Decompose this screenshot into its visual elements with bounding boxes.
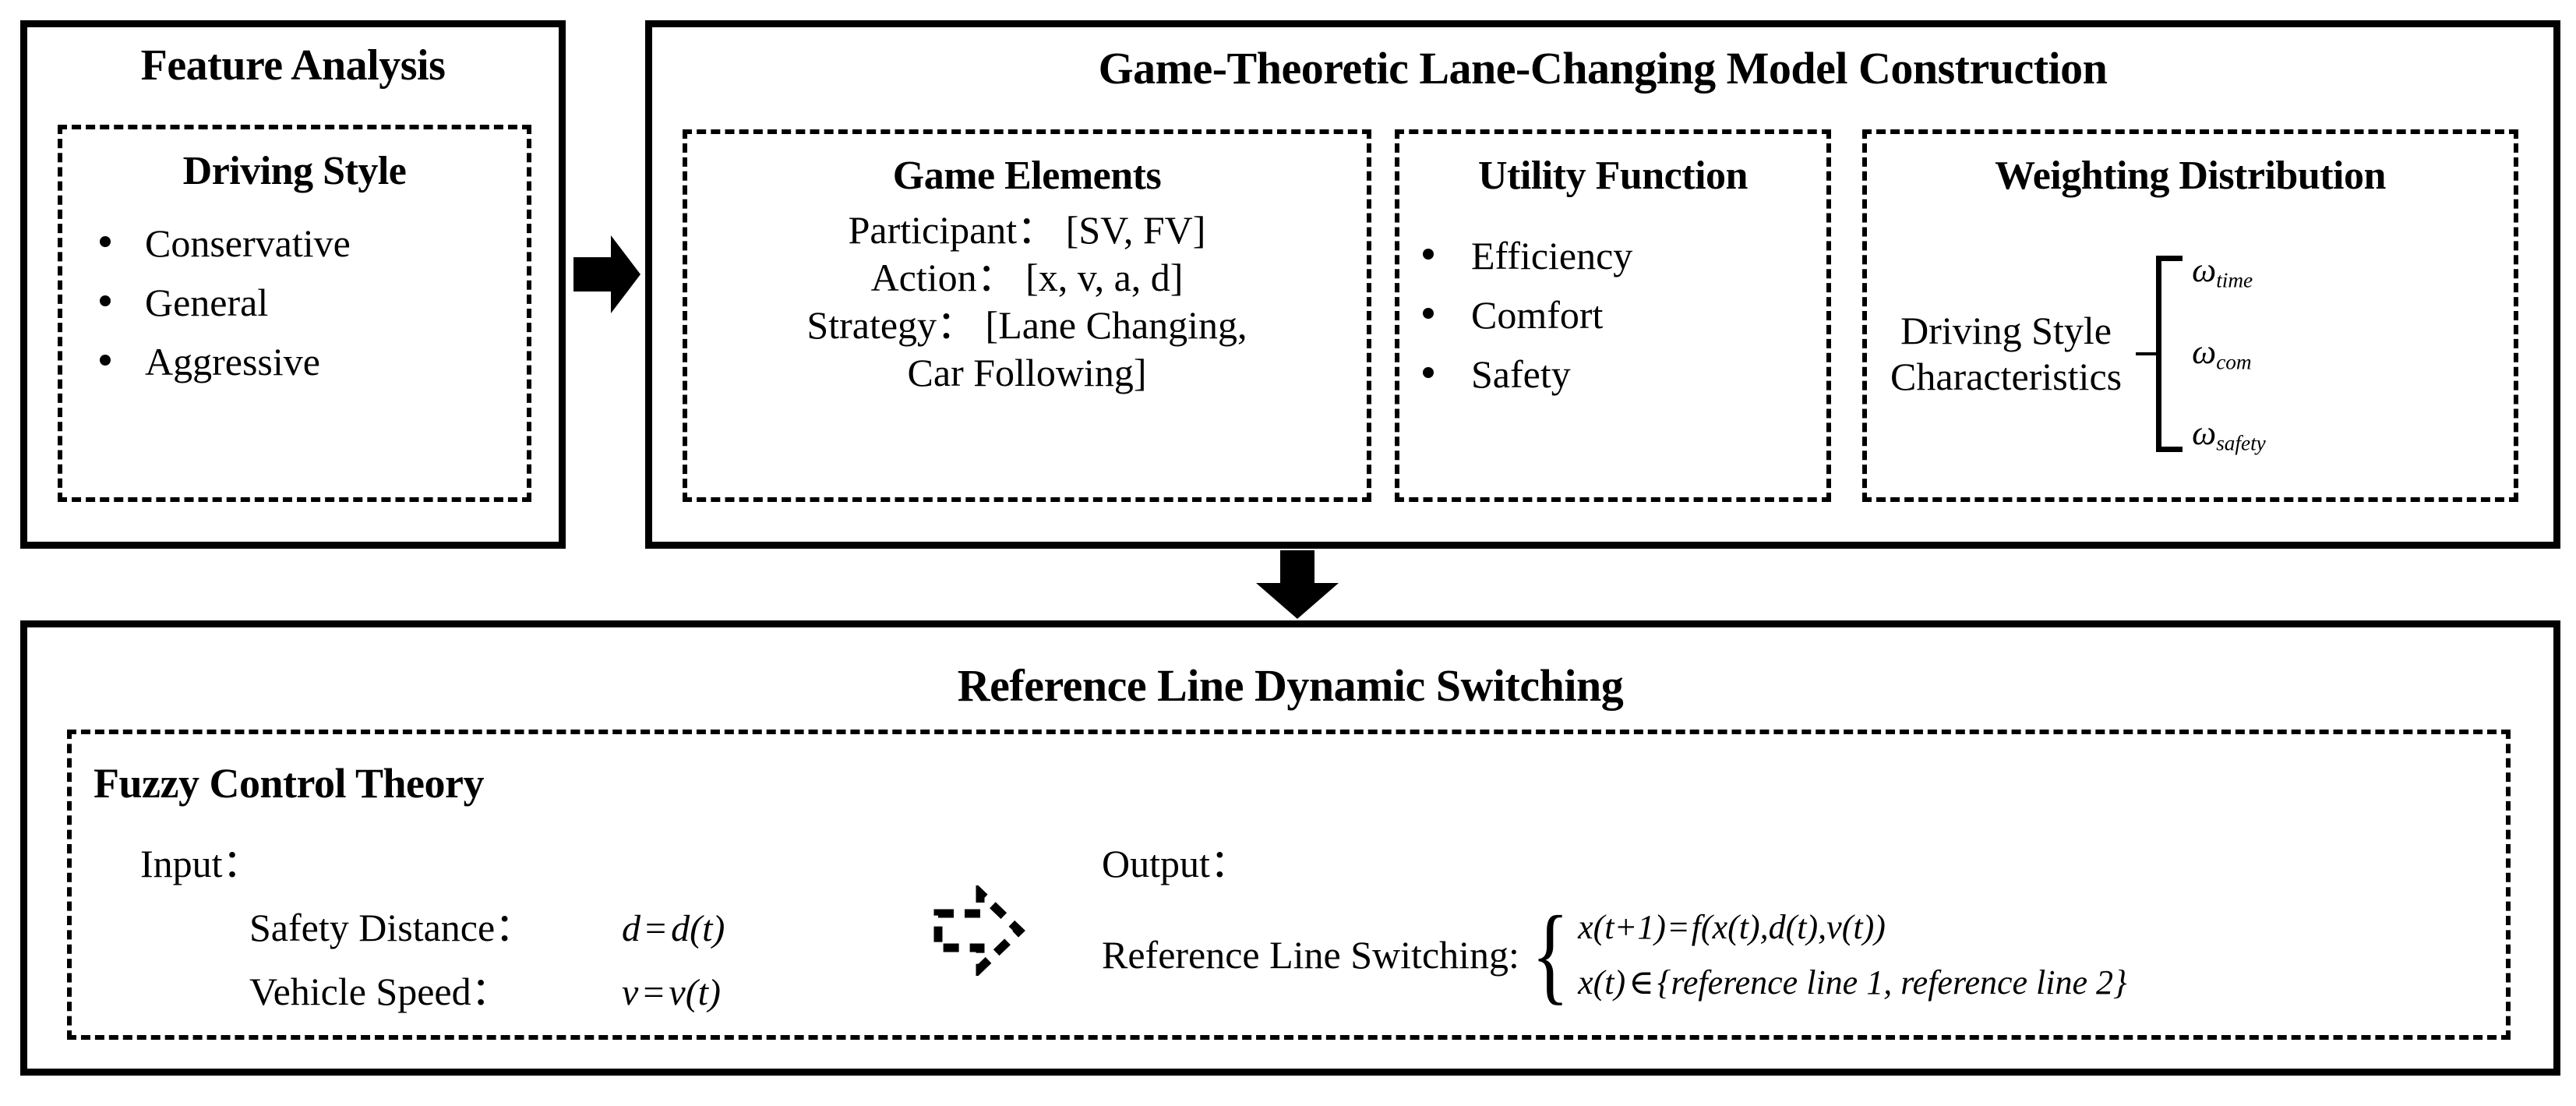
game-elements-title: Game Elements xyxy=(892,154,1162,198)
fuzzy-control-title: Fuzzy Control Theory xyxy=(94,760,484,807)
weighting-distribution-panel: Weighting Distribution Driving Style Cha… xyxy=(1862,129,2518,502)
safety-distance-label: Safety Distance： xyxy=(249,906,535,949)
game-elements-panel: Game Elements Participant： [SV, FV] Acti… xyxy=(683,129,1371,502)
weight-symbol-list: ωtime ωcom ωsafety xyxy=(2192,253,2266,454)
list-item: General xyxy=(100,280,527,325)
utility-function-panel: Utility Function Efficiency Comfort Safe… xyxy=(1395,129,1831,502)
right-arrow-icon xyxy=(573,234,640,315)
utility-function-list: Efficiency Comfort Safety xyxy=(1423,233,1826,397)
safety-distance-row: Safety Distance： d=d(t) xyxy=(249,896,725,952)
vehicle-speed-label: Vehicle Speed： xyxy=(249,970,510,1013)
weighting-label-line1: Driving Style xyxy=(1900,309,2112,352)
down-arrow-icon xyxy=(1254,550,1340,619)
reference-line-switching-row: Reference Line Switching: { x(t+1)=f(x(t… xyxy=(1102,899,2127,1011)
list-item: Aggressive xyxy=(100,339,527,384)
reference-line-switching-label: Reference Line Switching: xyxy=(1102,933,1519,977)
weight-omega-safety: ωsafety xyxy=(2192,414,2266,455)
utility-function-title: Utility Function xyxy=(1478,154,1748,198)
driving-style-list: Conservative General Aggressive xyxy=(100,221,527,384)
reference-line-title: Reference Line Dynamic Switching xyxy=(957,660,1624,711)
output-group: Output： Reference Line Switching: { x(t+… xyxy=(1102,832,2127,1011)
vehicle-speed-equation: v=v(t) xyxy=(622,972,721,1013)
bullet-icon xyxy=(1423,367,1434,378)
brace-tick-icon xyxy=(2136,352,2157,355)
left-curly-brace-icon: { xyxy=(1531,893,1569,1015)
driving-style-item-aggressive: Aggressive xyxy=(145,340,320,383)
game-element-strategy-line2: Car Following] xyxy=(907,351,1147,394)
dashed-right-arrow-icon xyxy=(932,883,1025,978)
list-item: Efficiency xyxy=(1423,233,1826,278)
bullet-icon xyxy=(100,236,111,247)
safety-distance-equation: d=d(t) xyxy=(622,908,725,949)
switching-equation-1: x(t+1)=f(x(t),d(t),v(t)) xyxy=(1578,908,1886,946)
fuzzy-control-panel xyxy=(67,730,2511,1040)
weight-subscript-safety: safety xyxy=(2216,431,2266,455)
driving-style-item-general: General xyxy=(145,281,269,324)
game-element-strategy-line1: Strategy： [Lane Changing, xyxy=(806,303,1247,347)
list-item: Conservative xyxy=(100,221,527,266)
driving-style-characteristics-label: Driving Style Characteristics xyxy=(1890,308,2122,400)
list-item: Comfort xyxy=(1423,292,1826,337)
vehicle-speed-row: Vehicle Speed： v=v(t) xyxy=(249,960,725,1016)
bullet-icon xyxy=(100,295,111,306)
weight-subscript-com: com xyxy=(2216,350,2252,374)
switching-equations: x(t+1)=f(x(t),d(t),v(t)) x(t)∈{reference… xyxy=(1578,899,2127,1011)
output-label: Output： xyxy=(1102,842,1249,885)
game-element-action: Action： [x, v, a, d] xyxy=(870,256,1184,299)
game-element-participant: Participant： [SV, FV] xyxy=(848,208,1206,252)
bullet-icon xyxy=(1423,308,1434,319)
brace-group: ωtime ωcom ωsafety xyxy=(2136,253,2266,454)
list-item: Safety xyxy=(1423,352,1826,397)
driving-style-item-conservative: Conservative xyxy=(145,221,351,265)
weighting-label-line2: Characteristics xyxy=(1890,355,2123,398)
bullet-icon xyxy=(1423,249,1434,260)
bullet-icon xyxy=(100,355,111,366)
weight-subscript-time: time xyxy=(2216,268,2253,292)
input-group: Input： Safety Distance： d=d(t) Vehicle S… xyxy=(140,832,725,1016)
game-elements-lines: Participant： [SV, FV] Action： [x, v, a, … xyxy=(687,207,1367,397)
utility-item-efficiency: Efficiency xyxy=(1471,234,1633,277)
driving-style-title: Driving Style xyxy=(182,149,407,193)
brace-bracket-icon xyxy=(2156,256,2183,452)
driving-style-panel: Driving Style Conservative General Aggre… xyxy=(58,125,531,502)
game-model-title: Game-Theoretic Lane-Changing Model Const… xyxy=(1098,43,2108,94)
feature-analysis-title: Feature Analysis xyxy=(140,41,446,90)
utility-item-comfort: Comfort xyxy=(1471,293,1604,337)
weighting-distribution-title: Weighting Distribution xyxy=(1995,154,2386,198)
weight-omega-time: ωtime xyxy=(2192,251,2253,292)
switching-equation-2: x(t)∈{reference line 1, reference line 2… xyxy=(1578,963,2127,1002)
input-label: Input： xyxy=(140,842,262,885)
weighting-body: Driving Style Characteristics ωtime ωcom… xyxy=(1867,253,2514,454)
utility-item-safety: Safety xyxy=(1471,352,1571,396)
weight-omega-com: ωcom xyxy=(2192,332,2252,374)
